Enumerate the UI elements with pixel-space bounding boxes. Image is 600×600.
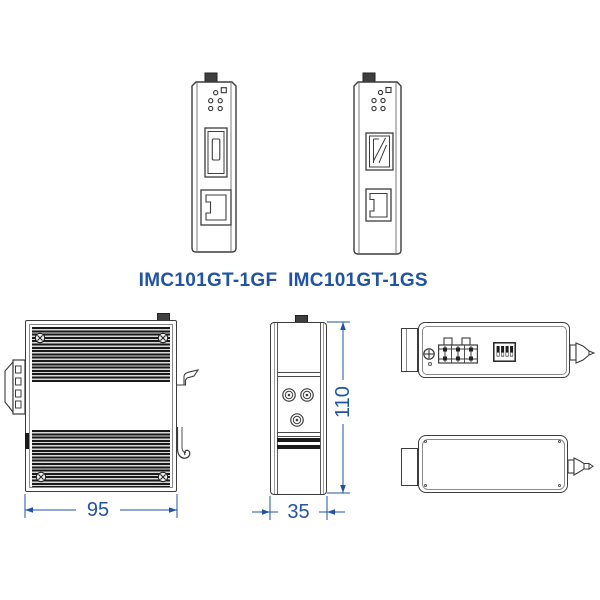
grounding-knob [362,72,376,83]
edge-mark [25,433,29,449]
body-inner-line [421,325,567,375]
panel-line [277,432,320,434]
panel-line [277,436,320,438]
corner-screw [34,332,46,344]
corner-mark [424,440,427,443]
rj45-port [200,189,232,226]
side-rail-line [277,323,279,494]
panel-line [277,376,320,378]
din-rail-clip-upper [177,369,200,386]
sc-fiber-port [204,127,228,178]
vent-band [277,438,320,442]
height-dimension-value: 110 [332,380,354,424]
depth-dimension-lines [252,496,345,520]
device-body [418,435,568,493]
side-rail-line [319,323,321,494]
top-view [398,316,600,386]
sfp-port [365,132,394,171]
side-rail-line [322,323,324,494]
front-view-1gf [190,72,238,254]
front-view-1gs-drawing [353,72,402,255]
rear-view: 95 [4,310,203,530]
corner-mark [558,484,561,487]
depth-dimension-value: 35 [278,502,319,522]
round-connectors [282,388,314,427]
panel-line [277,372,320,374]
din-clip-block [401,328,418,372]
model-label-1gf: IMC101GT-1GF [138,270,278,291]
dip-switch [493,342,516,362]
corner-mark [424,484,427,487]
body-inner-line [421,438,565,490]
heatsink-fins-bottom [32,430,170,487]
rj45-port [365,188,392,222]
side-terminal-block [4,359,26,415]
side-view: 110 35 [250,308,370,535]
power-connector [567,457,594,476]
corner-mark [558,440,561,443]
grounding-knob [204,72,218,83]
front-view-1gs [352,72,403,256]
bottom-view [398,428,600,500]
corner-screw [157,332,169,344]
led-indicators [371,86,392,112]
small-hole [428,362,432,366]
side-rail-line [274,323,276,494]
body-inner-line [29,324,173,488]
phillips-screw [423,348,435,360]
din-clip-line [405,329,407,371]
terminal-block [438,337,478,364]
front-view-1gf-drawing [191,72,237,253]
led-indicators [208,87,227,112]
heatsink-fins-top [32,327,170,382]
din-rail-clip-lower [176,427,191,459]
vent-band [277,444,320,449]
corner-screw [35,471,47,483]
corner-screw [157,471,169,483]
device-body [270,322,327,495]
din-clip-block [401,448,418,486]
width-dimension-value: 95 [76,500,120,520]
model-label-1gs: IMC101GT-1GS [288,270,428,291]
power-connector [569,342,596,364]
